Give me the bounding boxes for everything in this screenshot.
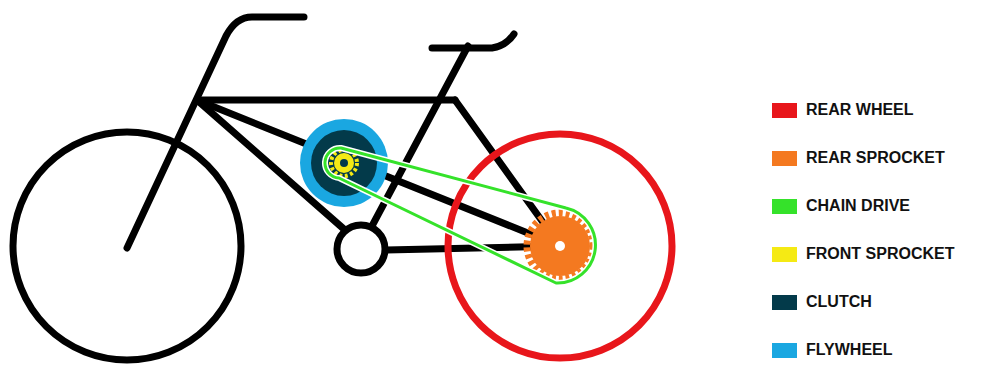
legend-label: CHAIN DRIVE xyxy=(806,195,910,217)
bottom-bracket xyxy=(337,225,385,273)
legend-label: CLUTCH xyxy=(806,291,872,313)
front-sprocket xyxy=(334,153,354,173)
top-tube xyxy=(197,97,455,104)
legend: REAR WHEEL REAR SPROCKET CHAIN DRIVE FRONT … xyxy=(772,99,954,368)
legend-row: CHAIN DRIVE xyxy=(772,195,954,243)
clutch xyxy=(311,130,377,196)
legend-swatch xyxy=(772,247,797,262)
legend-label: REAR WHEEL xyxy=(806,99,914,121)
legend-swatch xyxy=(772,103,797,118)
chain-outline xyxy=(325,148,595,283)
rear-hub xyxy=(555,241,565,251)
legend-row: REAR SPROCKET xyxy=(772,147,954,195)
legend-label: REAR SPROCKET xyxy=(806,147,945,169)
legend-label: FLYWHEEL xyxy=(806,339,893,361)
frame-stay xyxy=(197,100,560,246)
legend-swatch xyxy=(772,343,797,358)
legend-row: REAR WHEEL xyxy=(772,99,954,147)
sprocket-hub xyxy=(340,159,348,167)
saddle xyxy=(432,34,514,48)
legend-row: FRONT SPROCKET xyxy=(772,243,954,291)
chain-drive xyxy=(325,148,595,283)
legend-swatch xyxy=(772,295,797,310)
rear-sprocket xyxy=(530,216,590,276)
legend-swatch xyxy=(772,199,797,214)
legend-row: CLUTCH xyxy=(772,291,954,339)
legend-swatch xyxy=(772,151,797,166)
legend-label: FRONT SPROCKET xyxy=(806,243,954,265)
legend-row: FLYWHEEL xyxy=(772,339,954,368)
